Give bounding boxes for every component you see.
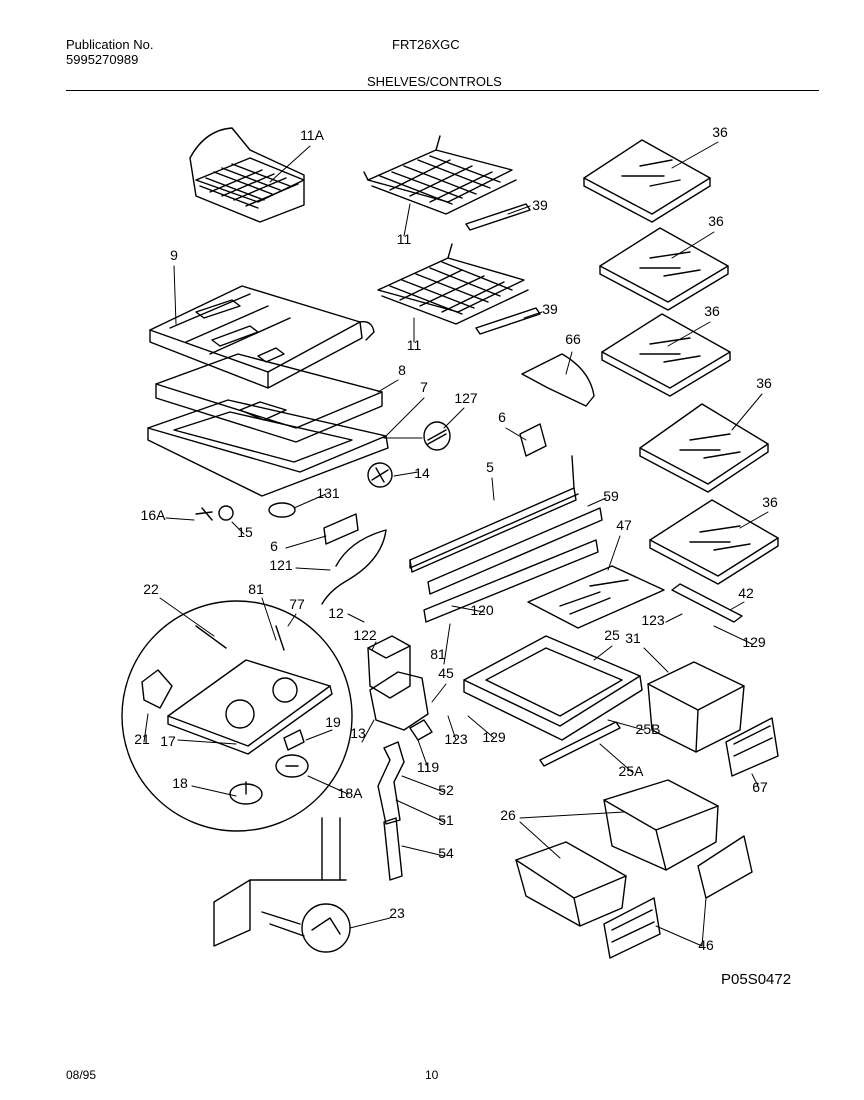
part-label-121: 121	[269, 557, 293, 573]
drawer-fronts-46	[603, 835, 753, 959]
part-label-25a: 25A	[619, 763, 645, 779]
part-label-46: 46	[698, 937, 714, 953]
part-label-11a: 11A	[300, 127, 325, 143]
part-label-26: 26	[500, 807, 516, 823]
part-label-11: 11	[397, 231, 412, 247]
model-number: FRT26XGC	[392, 37, 460, 52]
part-label-123: 123	[641, 612, 665, 628]
part-label-22: 22	[143, 581, 159, 597]
part-label-36: 36	[708, 213, 724, 229]
part-label-13: 13	[350, 725, 366, 741]
part-label-8: 8	[398, 362, 406, 378]
part-label-119: 119	[417, 759, 440, 775]
part-label-81: 81	[430, 646, 446, 662]
control-inset-circle	[121, 600, 353, 832]
part-label-47: 47	[616, 517, 632, 533]
part-label-129: 129	[742, 634, 766, 650]
rail-42	[671, 583, 743, 623]
part-label-77: 77	[289, 596, 305, 612]
part-label-25: 25	[604, 627, 620, 643]
glass-shelf-4	[639, 403, 769, 493]
pan-31	[647, 661, 745, 753]
crisper-pan-left	[515, 841, 627, 927]
freezer-tray-8	[155, 353, 383, 443]
drawer-front-67	[725, 717, 779, 777]
header-rule	[66, 90, 819, 91]
part-label-25b: 25B	[636, 721, 661, 737]
part-label-59: 59	[603, 488, 619, 504]
part-label-123: 123	[444, 731, 468, 747]
part-label-12: 12	[328, 605, 344, 621]
part-label-67: 67	[752, 779, 768, 795]
part-label-36: 36	[712, 124, 728, 140]
freezer-cover-assembly	[149, 285, 375, 389]
part-label-15: 15	[237, 524, 253, 540]
wire-shelf-lower	[377, 243, 529, 325]
crisper-frame-25	[463, 635, 643, 767]
part-label-6: 6	[498, 409, 506, 425]
part-label-23: 23	[389, 905, 405, 921]
part-label-6: 6	[270, 538, 278, 554]
part-label-36: 36	[756, 375, 772, 391]
small-parts-upper-left	[195, 421, 451, 521]
part-label-66: 66	[565, 331, 581, 347]
diagram-code: P05S0472	[721, 971, 791, 988]
part-label-122: 122	[353, 627, 377, 643]
publication-number: 5995270989	[66, 52, 139, 67]
glass-shelf-1	[583, 139, 711, 223]
part-label-17: 17	[160, 733, 176, 749]
part-label-81: 81	[248, 581, 264, 597]
glass-shelf-5	[649, 499, 779, 585]
part-label-19: 19	[325, 714, 341, 730]
glass-shelf-3	[601, 313, 731, 397]
shelf-trim-lower	[475, 307, 541, 335]
part-label-54: 54	[438, 845, 454, 861]
ice-tray-drawing	[189, 127, 305, 223]
part-label-127: 127	[454, 390, 478, 406]
part-label-7: 7	[420, 379, 428, 395]
part-label-11: 11	[407, 337, 422, 353]
part-label-39: 39	[542, 301, 558, 317]
cabinet-light-detail	[213, 817, 351, 953]
part-label-18a: 18A	[338, 785, 364, 801]
part-label-39: 39	[532, 197, 548, 213]
part-label-36: 36	[762, 494, 778, 510]
part-label-131: 131	[316, 485, 340, 501]
part-label-5: 5	[486, 459, 494, 475]
glass-cover-panel	[527, 565, 665, 629]
shelf-trim-upper	[465, 203, 531, 231]
publication-label: Publication No.	[66, 37, 154, 52]
glass-shelf-2	[599, 227, 729, 311]
part-label-129: 129	[482, 729, 506, 745]
part-label-42: 42	[738, 585, 754, 601]
crisper-pan-right	[603, 779, 719, 871]
page-number: 10	[425, 1068, 439, 1082]
part-label-31: 31	[625, 630, 641, 646]
part-label-120: 120	[470, 602, 494, 618]
damper-and-duct-parts	[367, 635, 433, 881]
leader-lines	[143, 141, 769, 947]
part-label-51: 51	[438, 812, 454, 828]
wire-shelf-upper	[363, 135, 517, 215]
part-label-9: 9	[170, 247, 178, 263]
part-label-14: 14	[414, 465, 430, 481]
part-label-18: 18	[172, 775, 188, 791]
part-label-45: 45	[438, 665, 454, 681]
control-housing-parts	[321, 353, 603, 623]
freezer-pan-7	[147, 399, 389, 497]
footer-date: 08/95	[66, 1068, 97, 1082]
part-label-16a: 16A	[141, 507, 167, 523]
part-label-52: 52	[438, 782, 454, 798]
part-label-21: 21	[134, 731, 150, 747]
part-label-36: 36	[704, 303, 720, 319]
section-title: SHELVES/CONTROLS	[367, 74, 502, 89]
